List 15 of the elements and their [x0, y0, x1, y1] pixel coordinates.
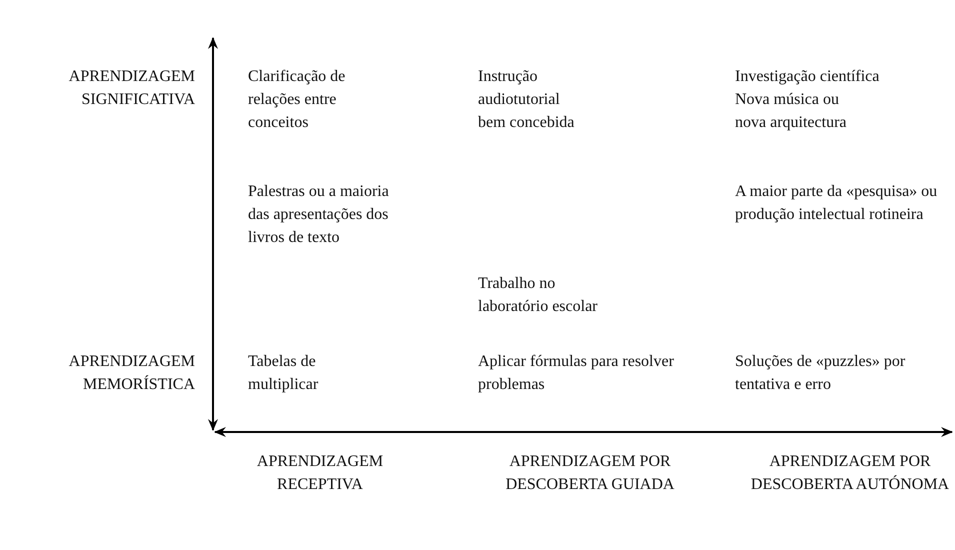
- quadrant-text: Clarificação de relações entre conceitos: [248, 67, 346, 133]
- quadrant-text: Soluções de «puzzles» por tentativa e erro: [735, 352, 906, 395]
- axis-label: APRENDIZAGEM MEMORÍSTICA: [68, 352, 195, 395]
- quadrant-text: A maior parte da «pesquisa» ou produção intelectual rotineira: [735, 182, 938, 225]
- quadrant-text: Nova música ou nova arquitectura: [735, 90, 848, 133]
- quadrant-text: Trabalho no laboratório escolar: [478, 274, 598, 317]
- axis-label: APRENDIZAGEM POR DESCOBERTA GUIADA: [504, 452, 676, 495]
- axis-label: APRENDIZAGEM SIGNIFICATIVA: [68, 67, 195, 110]
- quadrant-text: Tabelas de multiplicar: [248, 352, 320, 395]
- quadrant-text: Aplicar fórmulas para resolver problemas: [478, 352, 675, 395]
- quadrant-text: Instrução audiotutorial bem concebida: [478, 67, 576, 133]
- axis-label: APRENDIZAGEM RECEPTIVA: [256, 452, 384, 495]
- quadrant-text: Investigação científica: [735, 67, 880, 87]
- axis-label: APRENDIZAGEM POR DESCOBERTA AUTÓNOMA: [750, 452, 950, 495]
- quadrant-text: Palestras ou a maioria das apresentações dos livros de texto: [248, 182, 390, 248]
